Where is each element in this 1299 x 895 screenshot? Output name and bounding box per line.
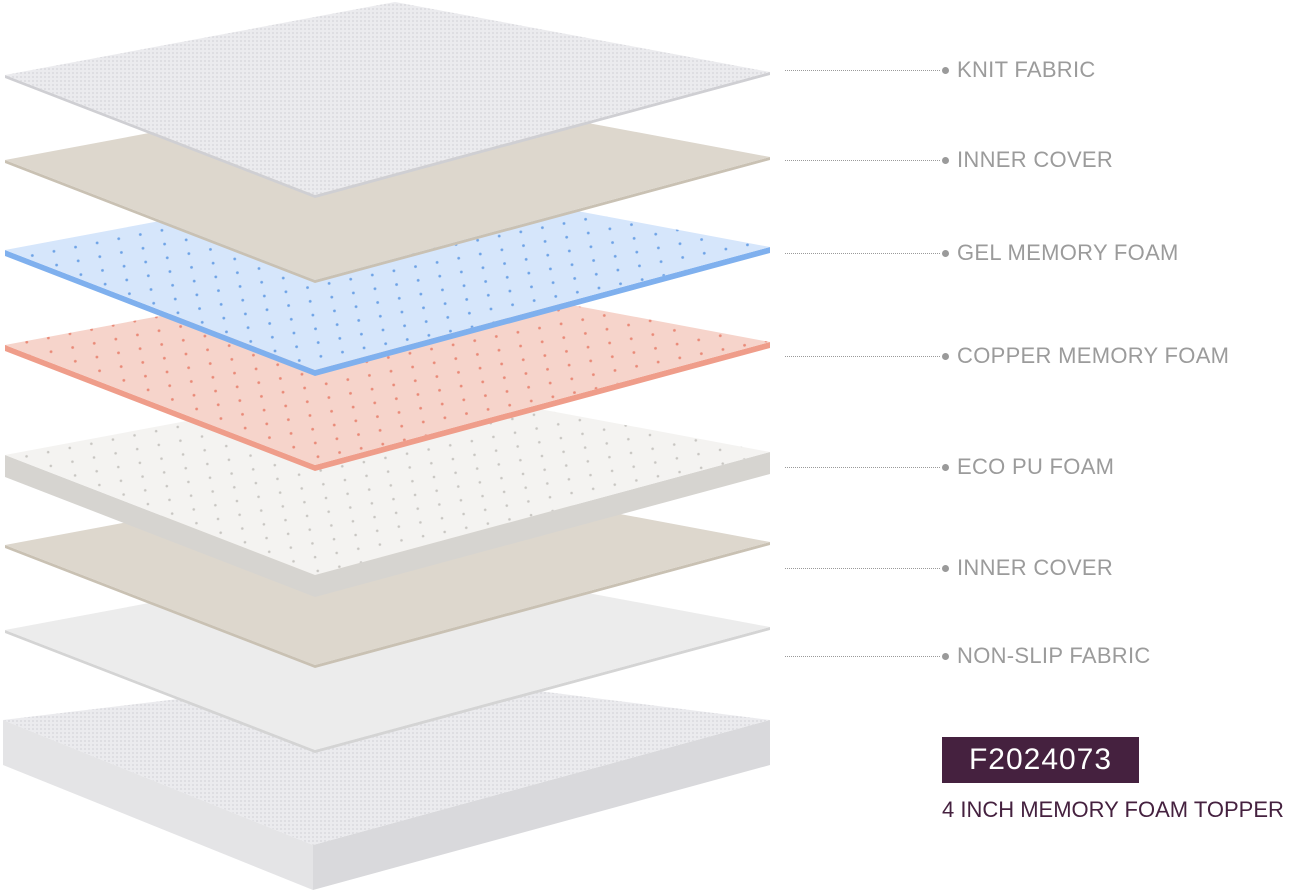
layer-edge (5, 630, 315, 753)
bullet-icon (942, 66, 949, 74)
leader-line (785, 655, 940, 657)
layer-edge (315, 247, 770, 376)
bullet-icon (942, 249, 949, 257)
leader-line (785, 355, 940, 357)
layer-label: ECO PU FOAM (785, 454, 1115, 479)
layer-label: INNER COVER (785, 555, 1114, 580)
layer-label-text: NON-SLIP FABRIC (957, 643, 1151, 668)
bullet-icon (942, 463, 949, 471)
product-code-badge: F2024073 (942, 737, 1139, 783)
layer-label: NON-SLIP FABRIC (785, 643, 1151, 668)
bullet-icon (942, 564, 949, 572)
layer-edge (315, 72, 770, 198)
layer-edge (315, 542, 770, 668)
leader-line (785, 69, 940, 71)
layer-1-surface (5, 2, 770, 195)
layer-label: GEL MEMORY FOAM (785, 240, 1179, 265)
layer-edge (315, 342, 770, 471)
layer-edge (5, 345, 315, 471)
layer-edge (5, 75, 315, 198)
leader-line (785, 567, 940, 569)
layer-edge (315, 157, 770, 283)
layer-edge (5, 250, 315, 376)
layer-label: KNIT FABRIC (785, 57, 1096, 82)
bullet-icon (942, 156, 949, 164)
product-name: 4 INCH MEMORY FOAM TOPPER (942, 797, 1284, 822)
layer-edge (5, 545, 315, 668)
leader-line (785, 159, 940, 161)
base-topper-side (3, 720, 313, 890)
layer-label: COPPER MEMORY FOAM (785, 343, 1230, 368)
layer-5-perforations (5, 382, 770, 575)
leader-line (785, 252, 940, 254)
layer-label-text: GEL MEMORY FOAM (957, 240, 1179, 265)
layer-label-text: INNER COVER (957, 147, 1114, 172)
bullet-icon (942, 652, 949, 660)
base-topper-top (3, 673, 770, 845)
bullet-icon (942, 352, 949, 360)
layer-label-text: ECO PU FOAM (957, 454, 1115, 479)
layer-edge (315, 452, 770, 597)
layer-label-text: KNIT FABRIC (957, 57, 1096, 82)
layer-label-text: COPPER MEMORY FOAM (957, 343, 1230, 368)
layer-edge (5, 455, 315, 597)
layer-edge (5, 160, 315, 283)
layer-label: INNER COVER (785, 147, 1114, 172)
layer-edge (315, 627, 770, 753)
layer-label-text: INNER COVER (957, 555, 1114, 580)
leader-line (785, 466, 940, 468)
base-topper-side (313, 720, 770, 890)
